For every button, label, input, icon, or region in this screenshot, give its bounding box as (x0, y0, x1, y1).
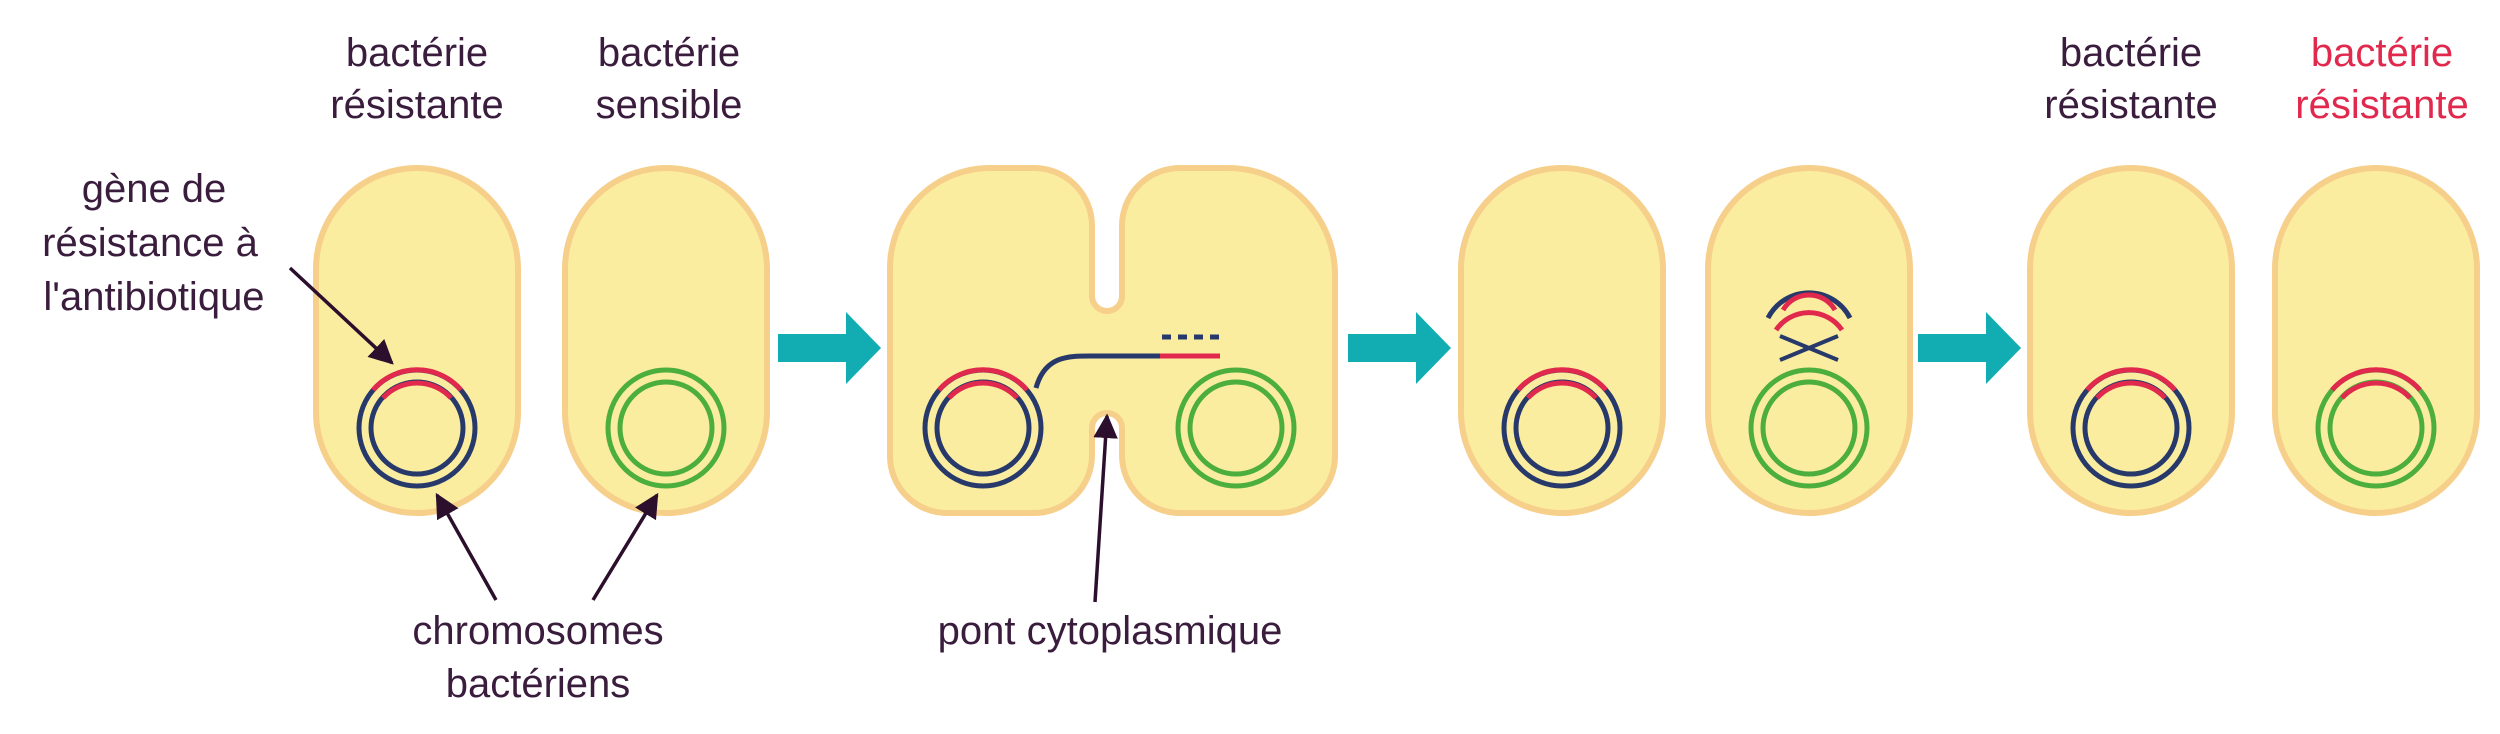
cell-body (1458, 165, 1666, 516)
step-arrow-2 (1348, 312, 1451, 384)
donor-bacterium (313, 165, 521, 516)
incoming-dna-fragment (1765, 290, 1853, 362)
label-final-resistant-2-line1: bactérie (2311, 31, 2453, 75)
resistant-bacterium-new (2272, 165, 2480, 516)
label-final-resistant-2-line2: résistante (2295, 83, 2468, 127)
resistant-chromosome (356, 367, 478, 489)
recipient-bacterium-recombining (1705, 165, 1913, 516)
crossover-line-b (1779, 334, 1839, 362)
cell-body (2027, 165, 2235, 516)
conjugating-pair (887, 165, 1338, 516)
sensitive-chromosome (1748, 367, 1870, 489)
label-cytoplasmic-bridge: pont cytoplasmique (938, 609, 1283, 653)
converted-chromosome (2315, 367, 2437, 489)
resistance-gene-marker (1516, 367, 1608, 400)
resistant-chromosome (1501, 367, 1623, 489)
label-chromosomes-line1: chromosomes (412, 609, 663, 653)
gene-pointer-arrow (288, 266, 394, 365)
label-final-resistant-1-line1: bactérie (2060, 31, 2202, 75)
label-chromosomes-line2: bactériens (446, 662, 631, 706)
bridge-pointer-arrow (1093, 413, 1118, 603)
label-gene-line3: l'antibiotique (43, 275, 264, 319)
cell-body (313, 165, 521, 516)
sensitive-chromosome (605, 367, 727, 489)
step-arrow-3 (1918, 312, 2021, 384)
label-recipient-line1: bactérie (598, 31, 740, 75)
donor-bacterium-after (1458, 165, 1666, 516)
chromosome-pointer-arrow-right (591, 492, 659, 601)
resistance-gene-marker (371, 367, 463, 400)
chromosome-pointer-arrow-left (435, 492, 498, 601)
resistance-gene-marker (2085, 367, 2177, 400)
cell-body (2272, 165, 2480, 516)
label-recipient-line2: sensible (596, 83, 743, 127)
label-gene-line2: résistance à (42, 221, 258, 265)
label-donor-line2: résistante (330, 83, 503, 127)
recipient-bacterium (562, 165, 770, 516)
recipient-chromosome (1175, 367, 1297, 489)
label-donor-line1: bactérie (346, 31, 488, 75)
resistant-chromosome (2070, 367, 2192, 489)
label-final-resistant-1-line2: résistante (2044, 83, 2217, 127)
transferred-dna-strand (1033, 353, 1160, 389)
cell-body (562, 165, 770, 516)
resistant-bacterium-original (2027, 165, 2235, 516)
cell-body (1705, 165, 1913, 516)
step-arrow-1 (778, 312, 881, 384)
resistance-gene-marker (2330, 367, 2422, 400)
conjugating-cells-body (887, 165, 1338, 516)
resistance-gene-marker (937, 367, 1029, 400)
label-gene-line1: gène de (82, 167, 227, 211)
donor-chromosome-transferring (922, 334, 1222, 489)
